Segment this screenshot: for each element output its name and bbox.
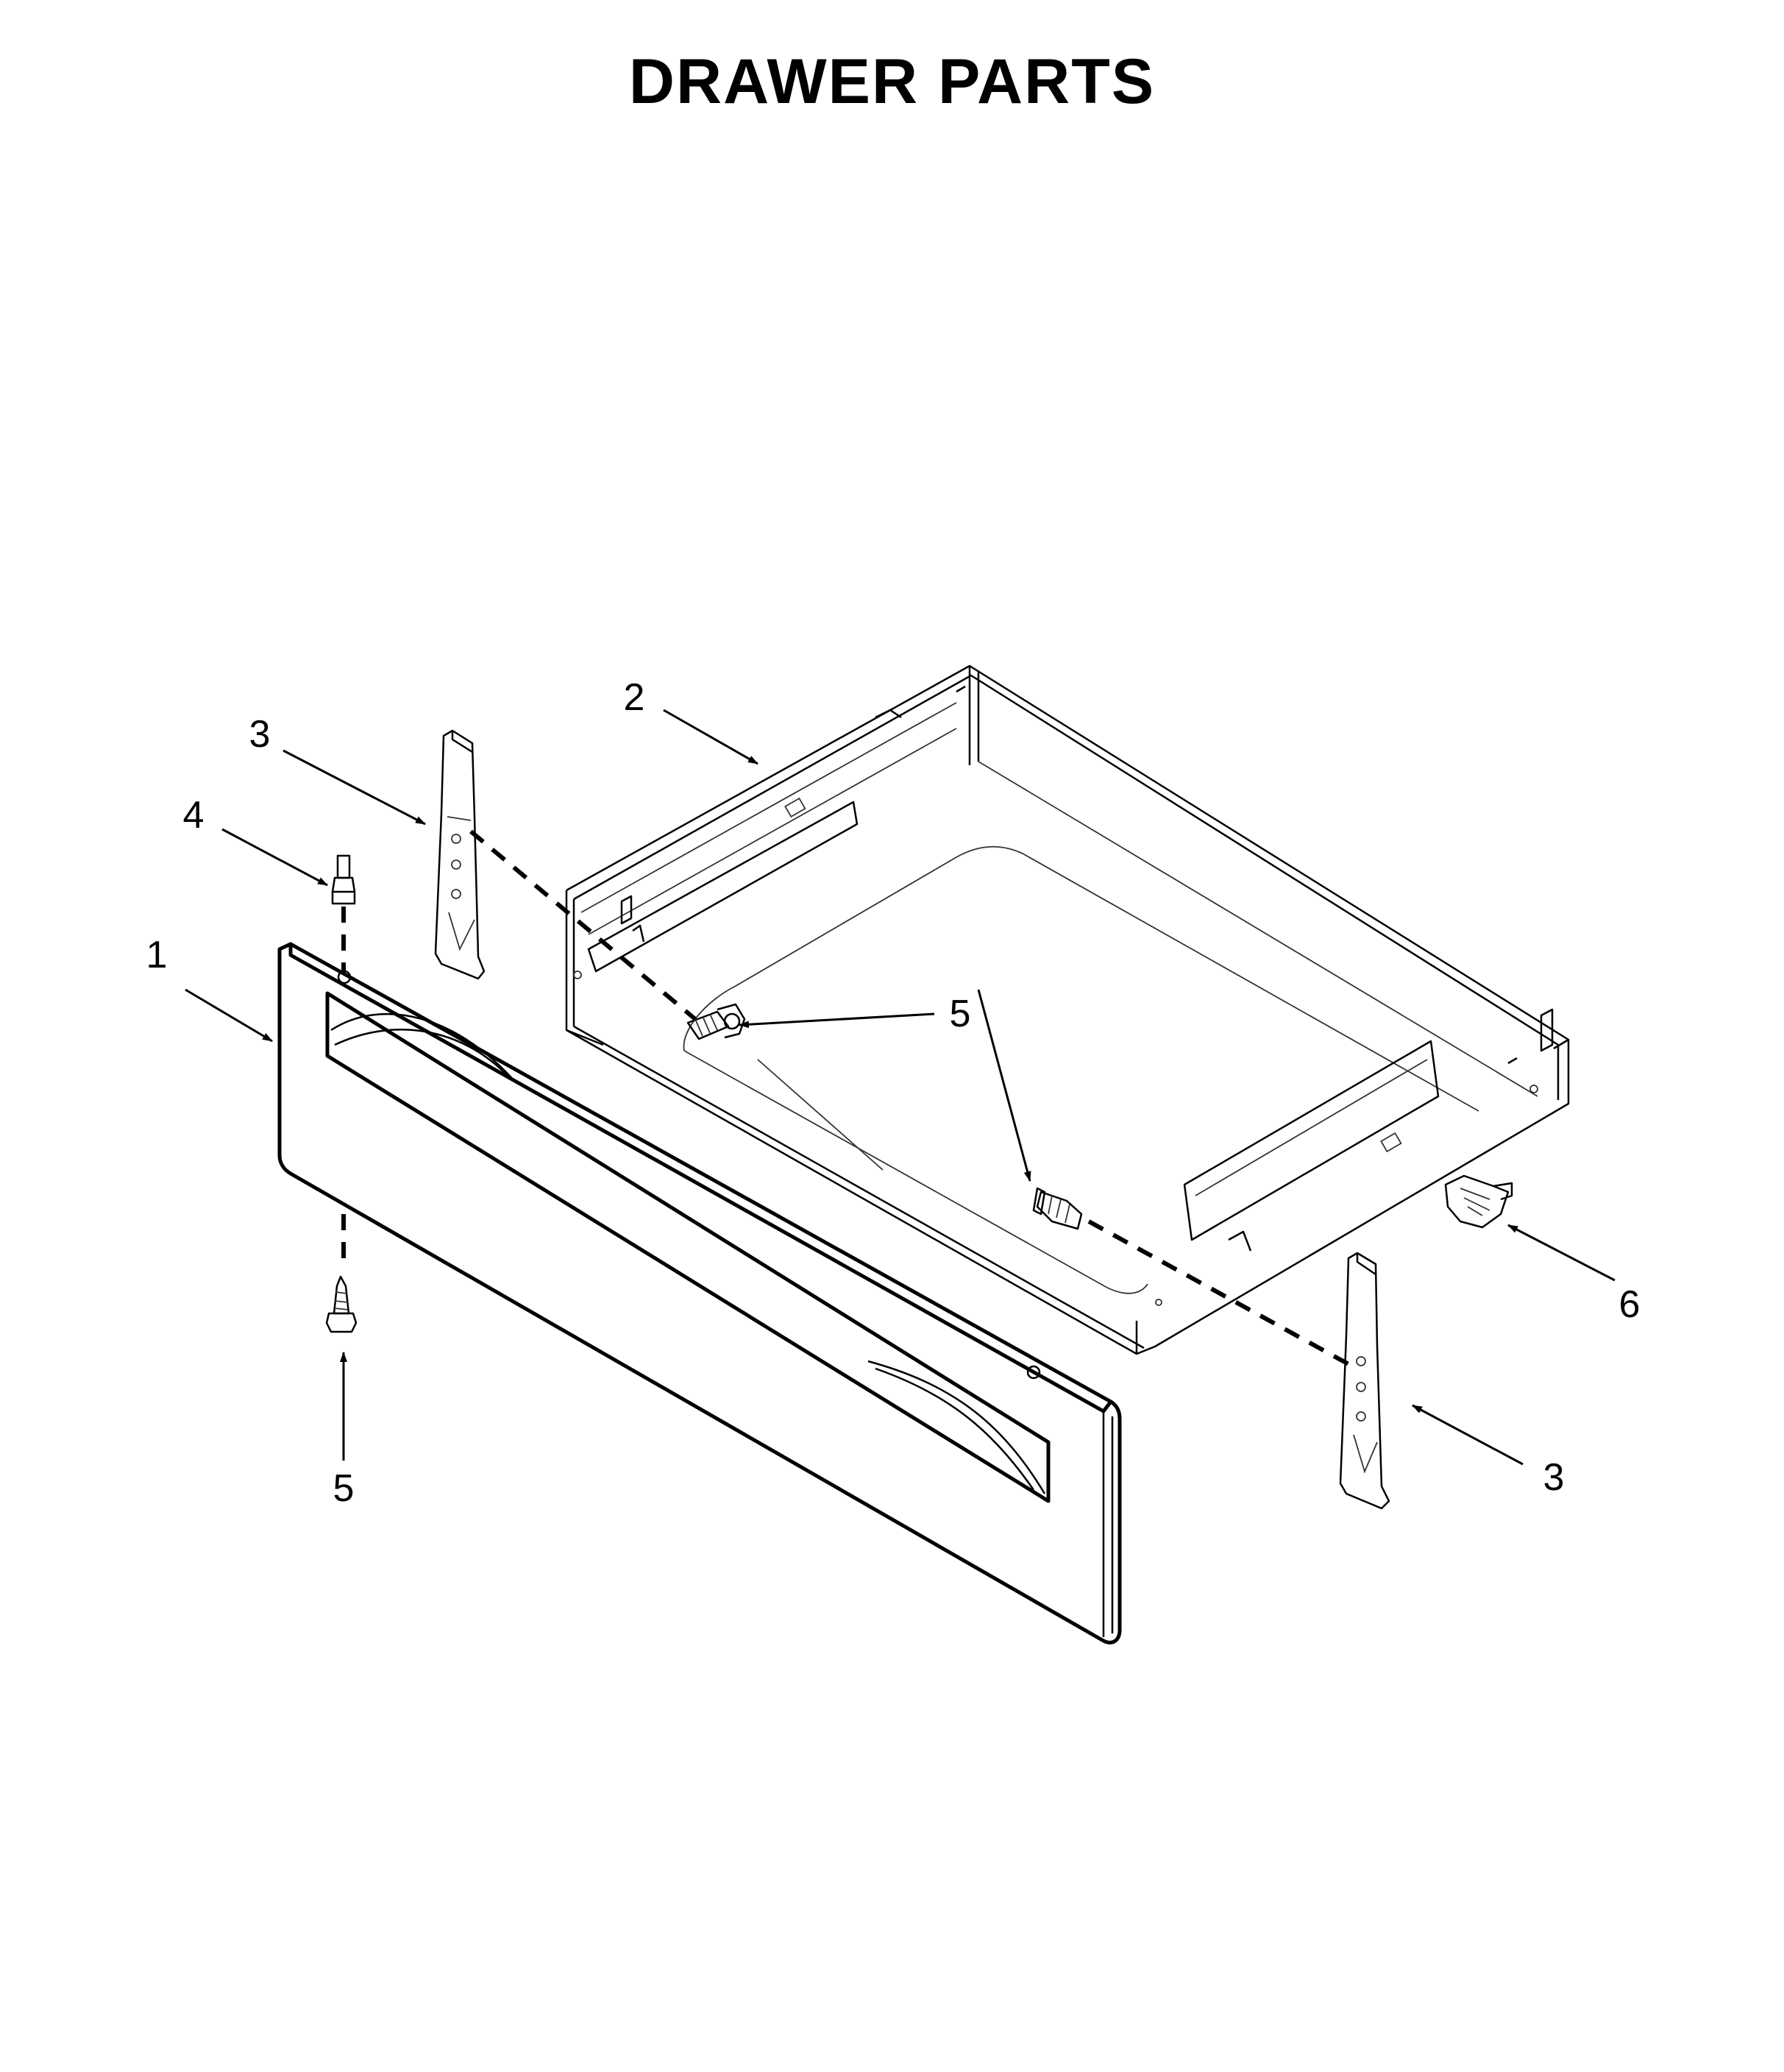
leader-3-left bbox=[282, 749, 426, 826]
drawer-front-panel bbox=[277, 942, 1122, 1645]
leader-5-center bbox=[739, 1012, 935, 1029]
screw-bottom bbox=[325, 1275, 358, 1333]
callout-6: 6 bbox=[1619, 1283, 1641, 1326]
leader-3-right bbox=[1412, 1404, 1524, 1466]
callout-3-right: 3 bbox=[1543, 1456, 1565, 1499]
leader-5-right bbox=[977, 989, 1031, 1182]
leader-6 bbox=[1507, 1224, 1616, 1282]
callout-3-left: 3 bbox=[249, 713, 271, 756]
leader-1 bbox=[185, 988, 273, 1043]
assembly-line-left bbox=[469, 829, 697, 1021]
callout-5-center: 5 bbox=[950, 993, 971, 1035]
leader-2 bbox=[663, 709, 758, 765]
drawer-glide-right bbox=[1339, 1252, 1390, 1510]
screw-center bbox=[686, 1003, 746, 1040]
callout-5-bottom: 5 bbox=[333, 1467, 355, 1510]
diagram-title: DRAWER PARTS bbox=[628, 46, 1156, 117]
callout-1: 1 bbox=[146, 934, 168, 976]
assembly-line-right bbox=[1087, 1219, 1351, 1367]
stud bbox=[331, 854, 356, 905]
callout-4: 4 bbox=[183, 794, 205, 837]
clip bbox=[1444, 1174, 1513, 1229]
leader-4 bbox=[221, 828, 328, 887]
drawer-glide-left bbox=[434, 729, 486, 980]
drawer-box bbox=[565, 664, 1570, 1355]
screw-lower-right bbox=[1032, 1187, 1083, 1230]
callout-2: 2 bbox=[624, 676, 645, 719]
